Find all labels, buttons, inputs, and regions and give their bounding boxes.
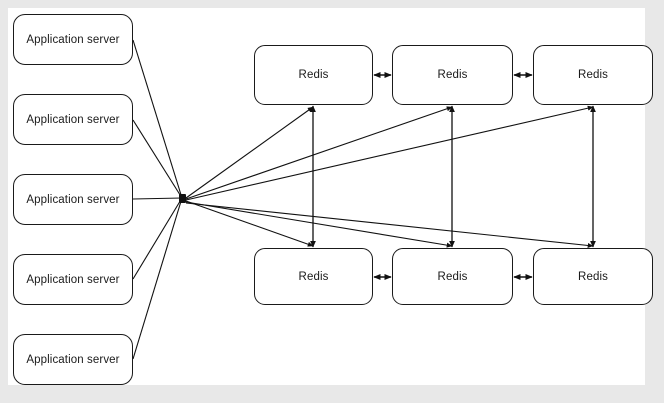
application-server-label: Application server (26, 113, 120, 126)
application-server-label: Application server (26, 33, 120, 46)
application-server-1[interactable]: Application server (13, 14, 133, 65)
redis-node-label: Redis (578, 270, 608, 283)
redis-node-2[interactable]: Redis (392, 45, 513, 105)
redis-node-4[interactable]: Redis (254, 248, 373, 305)
redis-node-label: Redis (437, 69, 468, 81)
application-server-label: Application server (26, 273, 120, 286)
application-server-5[interactable]: Application server (13, 334, 133, 385)
application-server-2[interactable]: Application server (13, 94, 133, 145)
application-server-3[interactable]: Application server (13, 174, 133, 225)
redis-node-label: Redis (298, 270, 329, 283)
application-server-label: Application server (26, 193, 120, 206)
redis-node-label: Redis (437, 270, 468, 283)
redis-node-label: Redis (298, 69, 329, 81)
redis-node-6[interactable]: Redis (533, 248, 653, 305)
connection-hub[interactable] (178, 193, 186, 203)
application-server-label: Application server (26, 353, 120, 366)
redis-node-3[interactable]: Redis (533, 45, 653, 105)
redis-node-1[interactable]: Redis (254, 45, 373, 105)
redis-node-5[interactable]: Redis (392, 248, 513, 305)
application-server-4[interactable]: Application server (13, 254, 133, 305)
redis-node-label: Redis (578, 69, 608, 81)
